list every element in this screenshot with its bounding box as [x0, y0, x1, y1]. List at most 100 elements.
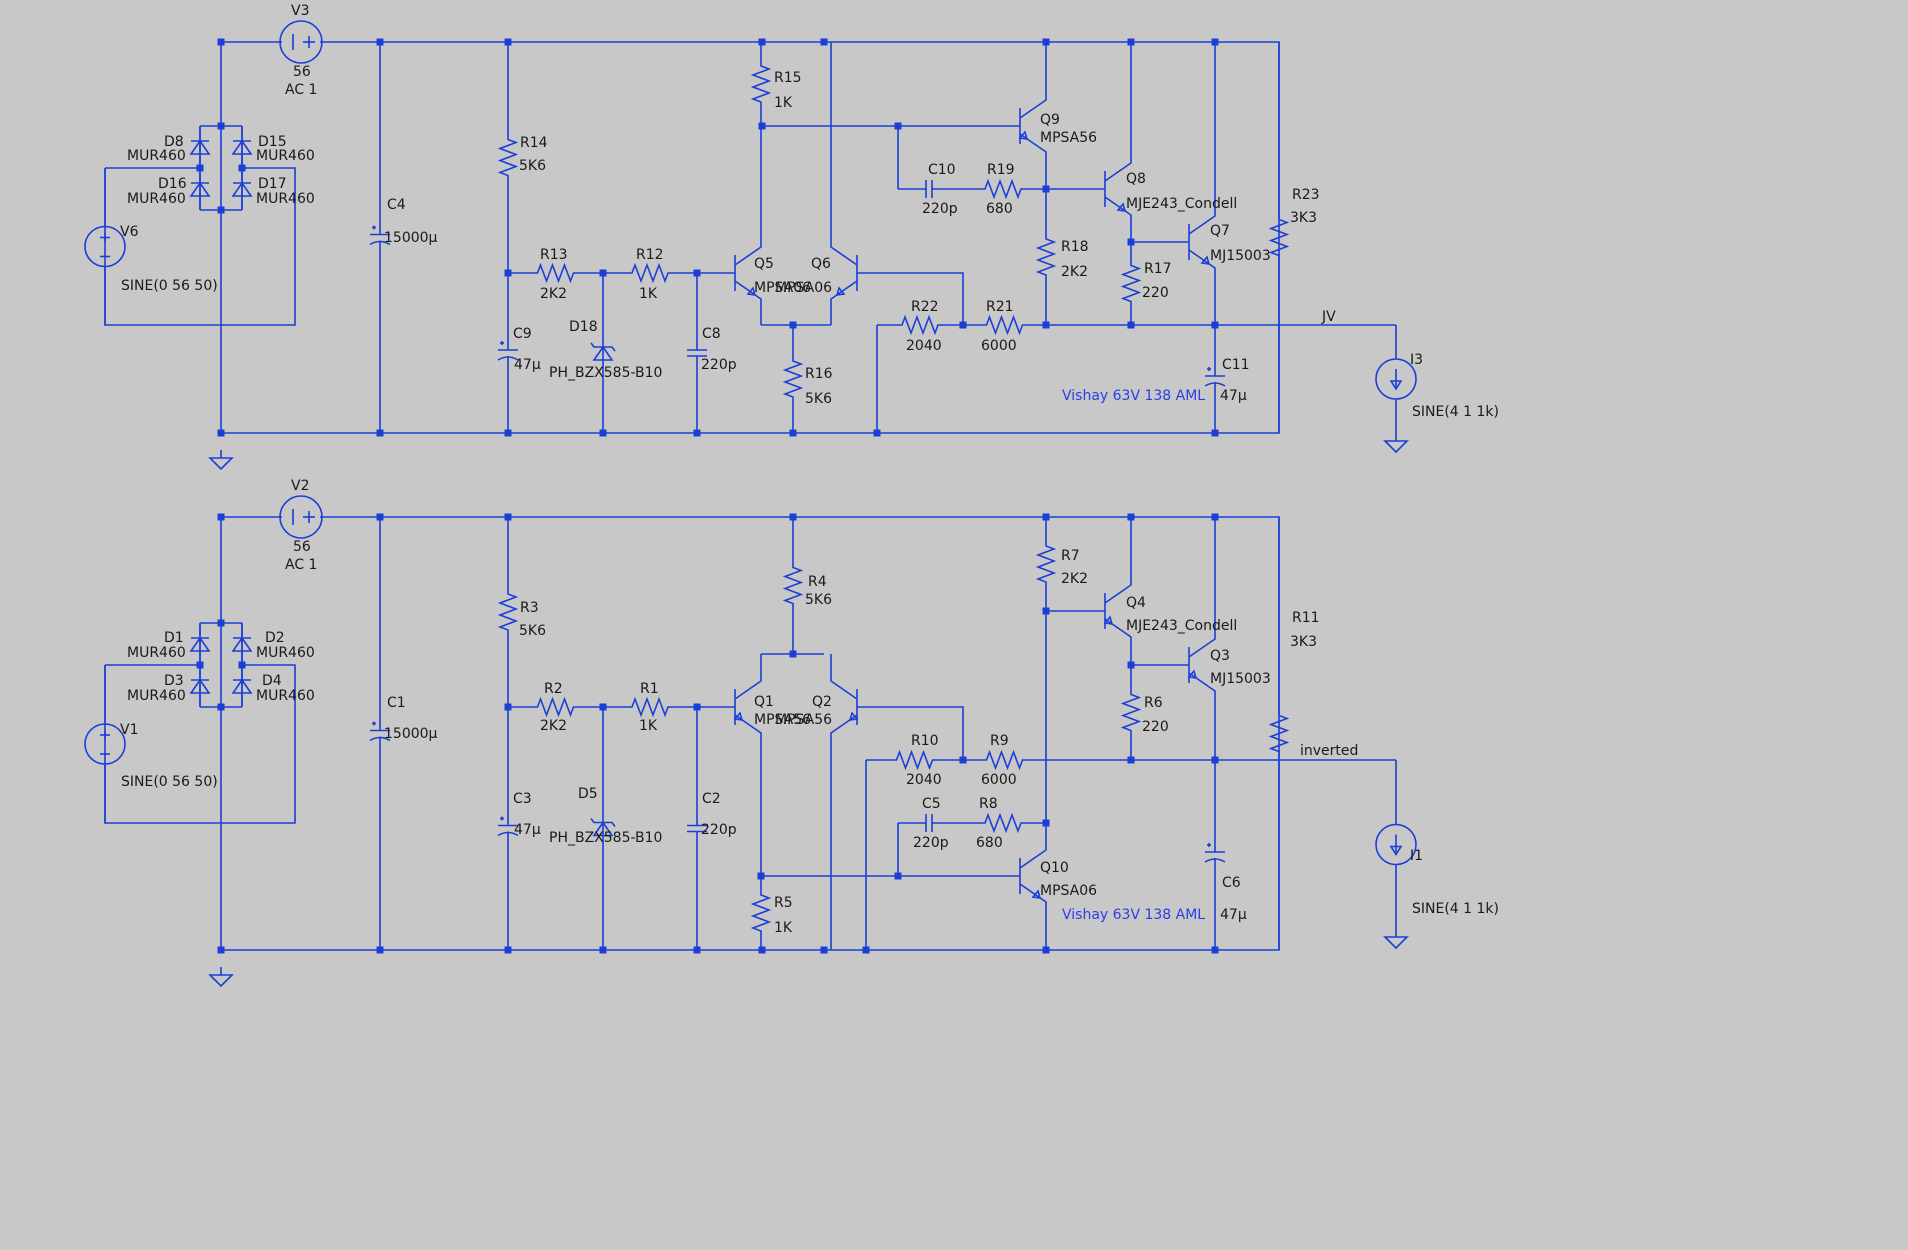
junction-dot — [1042, 513, 1050, 521]
junction-dot — [1127, 321, 1135, 329]
junction-dot — [217, 429, 225, 437]
c6-value: 47µ — [1220, 907, 1247, 923]
junction-dot — [789, 513, 797, 521]
r4-resistor — [782, 517, 804, 654]
r8-name: R8 — [979, 796, 998, 812]
junction-dot — [862, 946, 870, 954]
c2-capacitor — [687, 707, 707, 950]
i1-name: I1 — [1410, 848, 1423, 864]
top-ground — [208, 450, 234, 471]
c8-name: C8 — [702, 326, 721, 342]
junction-dot — [693, 946, 701, 954]
r16-name: R16 — [805, 366, 833, 382]
r12-resistor — [603, 262, 697, 284]
r2-value: 2K2 — [540, 718, 567, 734]
c6-name: C6 — [1222, 875, 1241, 891]
r12-value: 1K — [639, 286, 658, 302]
junction-dot — [599, 269, 607, 277]
d4-model: MUR460 — [256, 688, 315, 704]
c1-name: C1 — [387, 695, 406, 711]
junction-dot — [217, 122, 225, 130]
c5-name: C5 — [922, 796, 941, 812]
i3-name: I3 — [1410, 352, 1423, 368]
junction-dot — [217, 946, 225, 954]
c3-name: C3 — [513, 791, 532, 807]
junction-dot — [599, 429, 607, 437]
c10-value: 220p — [922, 201, 958, 217]
r10-name: R10 — [911, 733, 939, 749]
d3-model: MUR460 — [127, 688, 186, 704]
i3-value: SINE(4 1 1k) — [1412, 404, 1499, 420]
q6-transistor — [830, 42, 858, 325]
r21-name: R21 — [986, 299, 1014, 315]
d17-name: D17 — [258, 176, 287, 192]
r16-resistor — [782, 325, 804, 433]
q2-transistor — [830, 654, 859, 950]
d5-model: PH_BZX585-B10 — [549, 830, 662, 846]
v1-source — [84, 665, 126, 823]
q6-name: Q6 — [811, 256, 831, 272]
q5-transistor — [734, 126, 762, 325]
r13-value: 2K2 — [540, 286, 567, 302]
junction-dot — [376, 946, 384, 954]
r2-resistor — [508, 696, 603, 718]
d8-model: MUR460 — [127, 148, 186, 164]
v1-name: V1 — [120, 722, 138, 738]
r8-resistor — [960, 812, 1046, 834]
d1-name: D1 — [164, 630, 184, 646]
d15-model: MUR460 — [256, 148, 315, 164]
v2-value: 56 — [293, 539, 311, 555]
components-layer — [84, 20, 1417, 988]
junction-dot — [1211, 513, 1219, 521]
q10-model: MPSA06 — [1040, 883, 1097, 899]
junction-dot — [504, 513, 512, 521]
c5-value: 220p — [913, 835, 949, 851]
junction-dot — [217, 38, 225, 46]
r4-name: R4 — [808, 574, 827, 590]
d2-diode — [231, 623, 253, 665]
junction-dot — [217, 619, 225, 627]
r5-value: 1K — [774, 920, 793, 936]
junction-dot — [504, 38, 512, 46]
r7-resistor — [1035, 517, 1057, 611]
q1-model: MPSA56 — [754, 712, 811, 728]
r16-value: 5K6 — [805, 391, 832, 407]
d16-diode — [189, 168, 211, 210]
note-top: Vishay 63V 138 AML — [1062, 388, 1205, 404]
junction-dot — [504, 269, 512, 277]
wire — [857, 272, 964, 325]
junction-dot — [504, 429, 512, 437]
c10-capacitor — [898, 180, 960, 198]
junction-dot — [376, 38, 384, 46]
r14-resistor — [497, 42, 519, 273]
c11-name: C11 — [1222, 357, 1250, 373]
q5-model: MPSA06 — [754, 280, 811, 296]
c1-capacitor — [369, 517, 391, 950]
junction-dot — [599, 703, 607, 711]
junction-dot — [693, 703, 701, 711]
v3-name: V3 — [291, 3, 309, 19]
q10-transistor — [1019, 823, 1047, 950]
r22-name: R22 — [911, 299, 939, 315]
q7-model: MJ15003 — [1210, 248, 1271, 264]
r10-value: 2040 — [906, 772, 942, 788]
r19-name: R19 — [987, 162, 1015, 178]
r11-value: 3K3 — [1290, 634, 1317, 650]
junction-dot — [789, 429, 797, 437]
v6-value: SINE(0 56 50) — [121, 278, 218, 294]
i1-source — [1375, 760, 1417, 929]
q7-name: Q7 — [1210, 223, 1230, 239]
d17-diode — [231, 168, 253, 210]
q10-name: Q10 — [1040, 860, 1069, 876]
junction-dot — [217, 513, 225, 521]
d15-diode — [231, 126, 253, 168]
junction-dot — [873, 429, 881, 437]
v2-name: V2 — [291, 478, 309, 494]
junction-dot — [757, 872, 765, 880]
junction-dot — [1211, 756, 1219, 764]
junction-dot — [238, 164, 246, 172]
junction-dot — [693, 429, 701, 437]
junction-dot — [1211, 946, 1219, 954]
r23-name: R23 — [1292, 187, 1320, 203]
wire — [857, 706, 964, 760]
